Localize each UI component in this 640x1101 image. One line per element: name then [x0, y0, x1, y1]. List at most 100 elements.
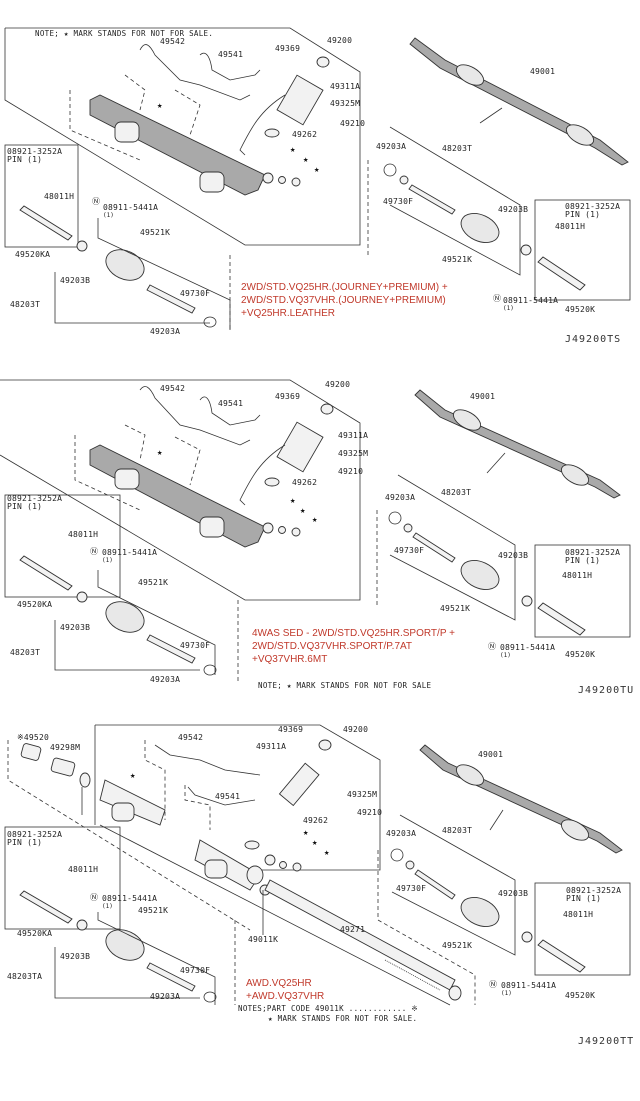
not-for-sale-note: NOTE; ★ MARK STANDS FOR NOT FOR SALE.: [35, 29, 213, 38]
part-label: 49369: [278, 725, 303, 734]
tie-rod-end-right: [537, 256, 586, 291]
svg-text:★: ★: [312, 838, 318, 848]
rack-housing-right: [194, 839, 261, 891]
svg-text:★: ★: [130, 771, 136, 781]
part-label: 49262: [292, 478, 317, 487]
part-label: PIN (1): [7, 155, 42, 164]
svg-text:★: ★: [303, 828, 309, 838]
part-label: 48203T: [10, 300, 40, 309]
svg-text:★: ★: [312, 515, 318, 525]
part-label: 49325M: [347, 790, 377, 799]
part-label: 49542: [160, 384, 185, 393]
part-label: PIN (1): [7, 502, 42, 511]
exploded-view-drawing: NOTE; ★ MARK STANDS FOR NOT FOR SALE. ★ …: [4, 27, 631, 345]
diagram-panel-awd: ※49520 49298M ★ ★ ★ ★ 49542 49541 49369 …: [0, 715, 640, 1101]
not-for-sale-note: NOTE; ★ MARK STANDS FOR NOT FOR SALE: [258, 681, 432, 690]
part-label: PIN (1): [566, 894, 601, 903]
bellows-49520: [20, 743, 42, 761]
part-label: (1): [501, 990, 512, 997]
part-label: 49203A: [385, 493, 415, 502]
diagram-code: J49200TU: [578, 685, 634, 696]
control-valve-49210: [276, 74, 324, 126]
part-label: 49521K: [138, 906, 168, 915]
part-label: 49200: [325, 380, 350, 389]
part-label: 49203B: [498, 551, 528, 560]
part-label: 49311A: [330, 82, 360, 91]
part-label: (1): [103, 212, 114, 219]
part-label: 49541: [218, 399, 243, 408]
part-label: 08911-5441A: [102, 548, 157, 557]
part-label: 49311A: [338, 431, 368, 440]
part-label: 08911-5441A: [102, 894, 157, 903]
part-label: 49325M: [330, 99, 360, 108]
svg-text:★: ★: [290, 145, 296, 155]
part-label: (1): [102, 903, 113, 910]
part-label: 08911-5441A: [103, 203, 158, 212]
svg-text:★: ★: [314, 165, 320, 175]
part-label: 49203A: [386, 829, 416, 838]
part-label: 49203B: [498, 205, 528, 214]
part-label: 49200: [343, 725, 368, 734]
part-label: 08921-3252A: [565, 202, 620, 211]
diagram-code: J49200TS: [565, 334, 621, 345]
part-label: 49369: [275, 392, 300, 401]
part-label: 49369: [275, 44, 300, 53]
part-label: 49001: [470, 392, 495, 401]
part-label: 49298M: [50, 743, 80, 752]
rack-housing-left: [99, 779, 166, 826]
part-label: 48011H: [68, 865, 98, 874]
part-label: 49521K: [138, 578, 168, 587]
return-pipe-49541: [199, 52, 261, 81]
part-label: 48203TA: [7, 972, 42, 981]
n-circle-icon: Ⓝ: [90, 893, 98, 902]
part-label: 48011H: [563, 910, 593, 919]
part-label: 08921-3252A: [7, 830, 62, 839]
part-label: 49203A: [150, 992, 180, 1001]
part-label: 48203T: [10, 648, 40, 657]
boot-49203: [105, 249, 145, 281]
part-label: 49203B: [60, 276, 90, 285]
part-label: 49200: [327, 36, 352, 45]
part-label: 49520K: [565, 991, 595, 1000]
part-label: 49730F: [180, 641, 210, 650]
part-label: 49730F: [180, 966, 210, 975]
n-circle-icon: Ⓝ: [489, 980, 497, 989]
part-label: 49203B: [60, 623, 90, 632]
part-label: 49541: [215, 792, 240, 801]
exploded-view-drawing: ※49520 49298M ★ ★ ★ ★ 49542 49541 49369 …: [4, 724, 633, 1047]
applicability-note: 4WAS SED - 2WD/STD.VQ25HR.SPORT/P + 2WD/…: [252, 628, 455, 665]
part-label: 48011H: [562, 571, 592, 580]
part-label: 49210: [338, 467, 363, 476]
arrow-icon: [479, 107, 503, 124]
part-label: 08921-3252A: [565, 548, 620, 557]
part-label: PIN (1): [565, 556, 600, 565]
part-label: 49203A: [376, 142, 406, 151]
part-label: 49542: [178, 733, 203, 742]
applicability-note: 2WD/STD.VQ25HR.(JOURNEY+PREMIUM) + 2WD/S…: [241, 282, 448, 319]
part-label: 49262: [303, 816, 328, 825]
oil-seal-49369: [316, 56, 330, 68]
part-label: 48203T: [442, 144, 472, 153]
n-circle-icon: Ⓝ: [493, 294, 501, 303]
part-label: 49011K: [248, 935, 278, 944]
part-label: 49203A: [150, 675, 180, 684]
part-label: (1): [102, 557, 113, 564]
part-label: 08921-3252A: [7, 147, 62, 156]
part-label: 08911-5441A: [500, 643, 555, 652]
part-label: 08911-5441A: [503, 296, 558, 305]
svg-text:★: ★: [324, 848, 330, 858]
part-label: 49203B: [60, 952, 90, 961]
arrow-icon: [489, 809, 504, 831]
part-label: 49521K: [442, 255, 472, 264]
part-label: 48203T: [442, 826, 472, 835]
not-for-sale-star: ★: [157, 101, 163, 111]
part-label: 49520K: [565, 305, 595, 314]
part-label: 49730F: [383, 197, 413, 206]
part-label: 49521K: [140, 228, 170, 237]
tie-rod-end-left: [19, 205, 73, 241]
part-label: 49730F: [396, 884, 426, 893]
part-label: 49210: [357, 808, 382, 817]
n-circle-icon: Ⓝ: [488, 642, 496, 651]
control-valve-49210: [278, 762, 320, 807]
part-label: (1): [500, 652, 511, 659]
